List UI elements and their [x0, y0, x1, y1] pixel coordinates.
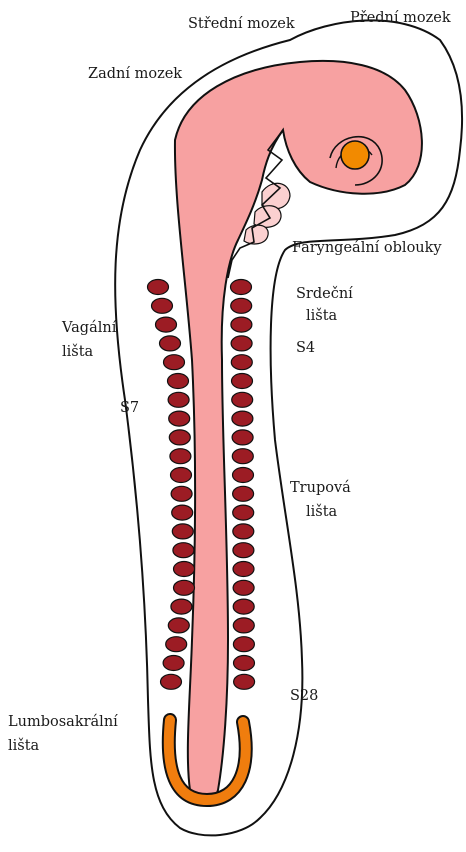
somite-right-10: [232, 449, 253, 464]
somite-left-22: [161, 674, 182, 689]
somite-left-4: [160, 336, 181, 351]
somite-left-9: [169, 430, 190, 445]
somite-left-3: [156, 317, 177, 332]
somite-right-4: [231, 336, 252, 351]
somite-left-5: [164, 355, 185, 370]
somite-left-10: [170, 449, 191, 464]
somite-left-21: [163, 656, 184, 671]
somite-left-17: [174, 580, 195, 595]
somite-left-8: [169, 411, 190, 426]
label-cardiac-crest-line2: lišta: [306, 306, 337, 326]
somite-right-17: [233, 580, 254, 595]
somite-left-18: [171, 599, 192, 614]
somite-right-13: [233, 505, 254, 520]
somite-left-2: [152, 298, 173, 313]
label-vagal-crest-line1: Vagální: [62, 318, 116, 338]
somite-left-12: [171, 486, 192, 501]
somite-right-8: [232, 411, 253, 426]
somite-right-6: [232, 374, 253, 389]
label-midbrain: Střední mozek: [188, 14, 295, 34]
somite-right-3: [231, 317, 252, 332]
somite-right-14: [233, 524, 254, 539]
somite-right-1: [231, 280, 252, 295]
somite-left-6: [168, 374, 189, 389]
somite-right-20: [233, 637, 254, 652]
somite-right-16: [233, 562, 254, 577]
somite-left-19: [168, 618, 189, 633]
label-pharyngeal-arches: Faryngeální oblouky: [292, 238, 442, 258]
label-vagal-crest-line2: lišta: [62, 342, 93, 362]
somite-left-16: [174, 562, 195, 577]
somite-right-15: [233, 543, 254, 558]
somite-right-11: [233, 468, 254, 483]
somite-right-12: [233, 486, 254, 501]
somite-left-1: [148, 280, 169, 295]
somite-left-14: [172, 524, 193, 539]
label-hindbrain: Zadní mozek: [88, 64, 182, 84]
somite-right-19: [233, 618, 254, 633]
label-lumbosacral-crest-line1: Lumbosakrální: [8, 712, 118, 732]
label-trunk-crest-line2: lišta: [306, 502, 337, 522]
somite-right-2: [231, 298, 252, 313]
label-trunk-crest-line1: Trupová: [290, 478, 351, 498]
somite-right-5: [231, 355, 252, 370]
somite-right-7: [232, 392, 253, 407]
somite-right-22: [234, 674, 255, 689]
somite-left-13: [172, 505, 193, 520]
label-lumbosacral-crest-line2: lišta: [8, 736, 39, 756]
label-s7: S7: [120, 398, 139, 418]
somite-right-18: [233, 599, 254, 614]
somite-right-9: [232, 430, 253, 445]
somite-left-11: [171, 468, 192, 483]
label-s28: S28: [290, 686, 318, 706]
somite-left-7: [168, 392, 189, 407]
label-cardiac-crest-line1: Srdeční: [296, 284, 353, 304]
label-s4: S4: [296, 338, 315, 358]
somite-right-21: [234, 656, 255, 671]
somite-left-15: [173, 543, 194, 558]
label-forebrain: Přední mozek: [350, 8, 451, 28]
somite-left-20: [166, 637, 187, 652]
